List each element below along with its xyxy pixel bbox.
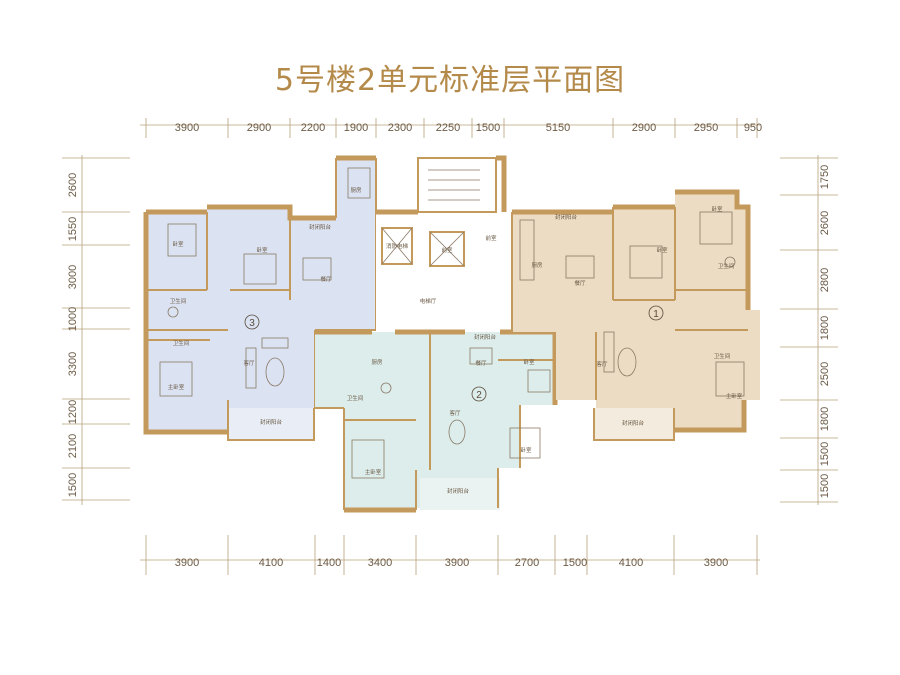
u3-master-label: 主卧室 <box>168 383 185 391</box>
u3-bedroom-1-label: 卧室 <box>172 240 184 248</box>
unit-2-marker <box>471 386 487 402</box>
top-dim-5: 2300 <box>388 122 412 134</box>
bottom-dim-6: 2700 <box>515 557 539 569</box>
right-dim-7: 1500 <box>819 442 831 466</box>
unit-1-balcony <box>594 408 674 440</box>
u2-living-label: 客厅 <box>449 409 461 417</box>
bottom-dim-9: 3900 <box>704 557 728 569</box>
left-dim-2: 1550 <box>67 217 79 241</box>
left-dim-4: 1000 <box>67 307 79 331</box>
unit-1 <box>511 189 760 441</box>
u3-balcony-top-label: 封闭阳台 <box>309 223 332 231</box>
u2-kitchen-label: 厨房 <box>371 358 383 366</box>
u1-bathroom-label: 卫生间 <box>718 262 735 270</box>
u1-master-label: 主卧室 <box>726 392 743 400</box>
core-elevator-1-label: 消防电梯 <box>386 242 409 250</box>
right-dim-3: 2800 <box>819 268 831 292</box>
top-dim-7: 1500 <box>476 122 500 134</box>
u1-dining-label: 餐厅 <box>574 279 586 287</box>
unit-2 <box>315 329 558 513</box>
unit-3-marker <box>244 314 260 330</box>
right-dimension-line <box>780 155 838 505</box>
left-dim-8: 1500 <box>67 473 79 497</box>
top-dim-10: 2950 <box>694 122 718 134</box>
u1-bedroom-1-label: 卧室 <box>711 205 723 213</box>
right-dim-4: 1800 <box>819 316 831 340</box>
u3-bathroom-label: 卫生间 <box>170 297 187 305</box>
u2-dining-label: 餐厅 <box>475 359 487 367</box>
bottom-dim-2: 4100 <box>259 557 283 569</box>
left-dim-3: 3000 <box>67 265 79 289</box>
unit-2-balcony <box>420 478 500 510</box>
u2-bathroom-label: 卫生间 <box>347 394 364 402</box>
bottom-dim-1: 3900 <box>175 557 199 569</box>
right-dim-1: 1750 <box>819 165 831 189</box>
core-hall-label: 电梯厅 <box>420 297 437 305</box>
left-dim-1: 2600 <box>67 173 79 197</box>
unit-1-number: 1 <box>653 309 659 320</box>
bottom-dim-5: 3900 <box>445 557 469 569</box>
top-dim-1: 3900 <box>175 122 199 134</box>
top-dim-4: 1900 <box>344 122 368 134</box>
bottom-dimension-line <box>140 535 760 575</box>
unit-1-marker <box>648 305 664 321</box>
u1-balcony-top-label: 封闭阳台 <box>555 213 578 221</box>
unit-2-number: 2 <box>476 390 482 401</box>
right-dim-5: 2500 <box>819 362 831 386</box>
unit-3-balcony <box>228 408 314 440</box>
u2-bedroom-label: 卧室 <box>523 358 535 366</box>
top-dim-6: 2250 <box>436 122 460 134</box>
top-dim-9: 2900 <box>632 122 656 134</box>
u1-kitchen-label: 厨房 <box>531 261 543 269</box>
unit-3 <box>143 155 377 441</box>
u2-bedroom-2-label: 卧室 <box>520 446 532 454</box>
unit-3-number: 3 <box>249 318 255 329</box>
core-elevator-2-label: 前室 <box>441 246 453 254</box>
left-dim-7: 2100 <box>67 434 79 458</box>
u2-master-label: 主卧室 <box>365 468 382 476</box>
left-dim-5: 3300 <box>67 352 79 376</box>
left-dim-6: 1200 <box>67 400 79 424</box>
top-dim-8: 5150 <box>546 122 570 134</box>
top-dim-11: 950 <box>744 122 762 134</box>
u3-bedroom-2-label: 卧室 <box>256 246 268 254</box>
top-dim-3: 2200 <box>301 122 325 134</box>
u3-balcony-label: 封闭阳台 <box>260 418 283 426</box>
bottom-dim-7: 1500 <box>563 557 587 569</box>
right-dim-6: 1800 <box>819 407 831 431</box>
core-front-label: 前室 <box>485 234 497 242</box>
u3-kitchen-label: 厨房 <box>350 186 362 194</box>
u3-living-label: 客厅 <box>243 359 255 367</box>
right-dim-8: 1500 <box>819 474 831 498</box>
u3-bathroom-2-label: 卫生间 <box>173 339 190 347</box>
bottom-dim-4: 3400 <box>368 557 392 569</box>
core <box>376 155 507 330</box>
u1-living-label: 客厅 <box>596 360 608 368</box>
bottom-dim-8: 4100 <box>619 557 643 569</box>
bottom-dim-3: 1400 <box>317 557 341 569</box>
right-dim-2: 2600 <box>819 211 831 235</box>
u3-dining-label: 餐厅 <box>320 275 332 283</box>
top-dim-2: 2900 <box>247 122 271 134</box>
page-title: 5号楼2单元标准层平面图 <box>274 63 626 98</box>
u1-balcony-label: 封闭阳台 <box>622 419 645 427</box>
unit-1-floor <box>512 192 760 430</box>
unit-2-floor <box>315 332 555 510</box>
u1-bathroom-2-label: 卫生间 <box>714 352 731 360</box>
unit-3-floor <box>146 158 376 432</box>
u2-balcony-label: 封闭阳台 <box>447 487 470 495</box>
top-dimension-line <box>140 118 760 138</box>
left-dimension-line <box>62 155 130 505</box>
u2-balcony-2-label: 封闭阳台 <box>474 333 497 341</box>
u1-bedroom-2-label: 卧室 <box>656 246 668 254</box>
